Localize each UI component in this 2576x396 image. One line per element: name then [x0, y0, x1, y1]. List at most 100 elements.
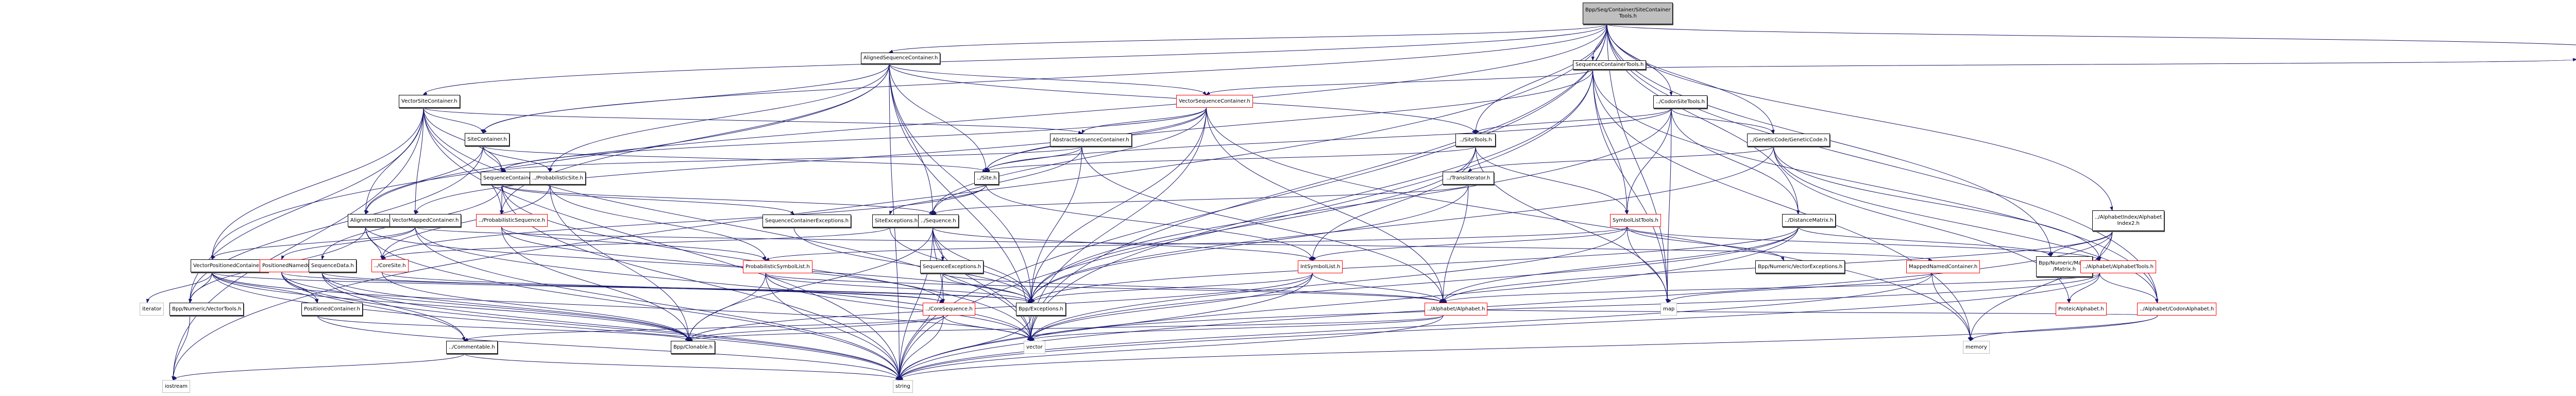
arrowhead-icon	[501, 169, 506, 172]
graph-node-translit[interactable]: ../Transliterator.h	[1443, 172, 1494, 185]
graph-node-commentable[interactable]: ../Commentable.h	[446, 341, 498, 354]
arrowhead-icon	[2110, 206, 2113, 211]
edge-probsymlist-to-vector	[765, 273, 1031, 341]
graph-node-distmatrix[interactable]: ../DistanceMatrix.h	[1782, 214, 1836, 227]
edge-aligned-to-sequence	[889, 63, 933, 215]
graph-node-geneticcode[interactable]: ../GeneticCode/GeneticCode.h	[1747, 134, 1830, 146]
edge-aligned-to-site	[889, 63, 987, 172]
edge-vposc-to-clonable	[212, 272, 689, 341]
graph-node-vseqc[interactable]: VectorSequenceContainer.h	[1176, 95, 1253, 108]
graph-node-numvecexc[interactable]: Bpp/Numeric/VectorExceptions.h	[1755, 260, 1845, 273]
edge-root-to-aligned	[889, 24, 1607, 53]
graph-node-seqctools[interactable]: SequenceContainerTools.h	[1573, 60, 1647, 70]
graph-node-symtools[interactable]: SymbolListTools.h	[1610, 214, 1661, 227]
graph-node-coresite[interactable]: ../CoreSite.h	[371, 259, 409, 272]
graph-node-root[interactable]: Bpp/Seq/Container/SiteContainer Tools.h	[1583, 3, 1673, 24]
edge-seqexc-to-string	[899, 273, 943, 381]
graph-node-codonalpha[interactable]: ../Alphabet/CodonAlphabet.h	[2137, 303, 2217, 316]
arrowhead-icon	[1669, 91, 1673, 96]
edge-vseqc-to-exceptions	[1031, 107, 1207, 303]
edge-seqdata-to-clonable	[321, 272, 689, 341]
graph-node-sequence[interactable]: ../Sequence.h	[918, 214, 959, 227]
graph-node-iostream[interactable]: iostream	[162, 380, 190, 393]
edge-symtools-to-numvecexc	[1626, 226, 1784, 261]
edge-coreseq-to-vector	[943, 315, 1031, 341]
graph-node-vmapped[interactable]: VectorMappedContainer.h	[389, 214, 462, 227]
arrowhead-icon	[1030, 299, 1035, 304]
graph-node-vsitec[interactable]: VectorSiteContainer.h	[399, 95, 460, 108]
graph-node-siteexc[interactable]: SiteExceptions.h	[872, 214, 921, 227]
edge-sitetools-to-site	[986, 146, 1476, 172]
edge-root-to-alphaindex2	[1606, 24, 2113, 211]
graph-node-vposc[interactable]: VectorPositionedContainer.h	[191, 259, 268, 272]
edge-coreseq-to-string	[899, 315, 944, 381]
graph-node-positioned[interactable]: PositionedContainer.h	[301, 303, 363, 316]
graph-node-seqdata[interactable]: SequenceData.h	[309, 259, 357, 272]
edge-root-to-codonalpha	[1606, 24, 2158, 303]
arrowhead-icon	[321, 255, 325, 260]
edge-sequence-to-seqexc	[933, 227, 943, 261]
edge-aligned-to-probseq	[501, 63, 890, 214]
arrowhead-icon	[1770, 129, 1774, 135]
arrowhead-icon	[765, 257, 770, 261]
arrowhead-icon	[982, 169, 987, 172]
graph-node-iterator[interactable]: iterator	[140, 303, 164, 316]
edge-alphabet-to-vector	[1030, 315, 1444, 341]
edge-site-to-intsym	[986, 184, 1313, 261]
graph-node-site[interactable]: ../Site.h	[974, 172, 999, 185]
graph-node-alphabet[interactable]: ../Alphabet/Alphabet.h	[1425, 303, 1488, 316]
arrowhead-icon	[364, 210, 368, 215]
graph-node-vector[interactable]: vector	[1024, 341, 1045, 354]
edge-mappednamed-to-map	[1667, 273, 1933, 303]
arrowhead-icon	[1467, 168, 1472, 172]
graph-node-exceptions[interactable]: Bpp/Exceptions.h	[1016, 303, 1066, 316]
graph-node-proteic[interactable]: ProteicAlphabet.h	[2056, 303, 2107, 316]
arrowhead-icon	[500, 168, 504, 173]
edge-sequence-to-string	[899, 227, 933, 381]
graph-node-abstractseqc[interactable]: AbstractSequenceContainer.h	[1050, 134, 1132, 146]
graph-node-string[interactable]: string	[893, 380, 913, 393]
arrowhead-icon	[381, 256, 386, 260]
edge-geneticcode-to-alphatools	[1773, 146, 2100, 261]
graph-node-sitecont[interactable]: SiteContainer.h	[465, 133, 510, 146]
graph-node-alphatools[interactable]: ../Alphabet/AlphabetTools.h	[2080, 260, 2156, 273]
graph-node-probsite[interactable]: ../ProbabilisticSite.h	[530, 172, 586, 185]
graph-node-coreseq[interactable]: ../CoreSequence.h	[923, 303, 975, 316]
edge-probsymlist-to-exceptions	[765, 273, 1031, 303]
graph-node-alignmentdata[interactable]: AlignmentData.h	[348, 214, 397, 227]
graph-node-probsymlist[interactable]: ProbabilisticSymbolList.h	[743, 260, 812, 273]
graph-node-vectortools[interactable]: Bpp/Numeric/VectorTools.h	[170, 303, 244, 316]
edge-seqdata-to-commentable	[321, 272, 465, 341]
arrowhead-icon	[1591, 56, 1595, 61]
arrowhead-icon	[1667, 299, 1671, 304]
edge-vmapped-to-string	[415, 226, 900, 381]
graph-node-seqcexc[interactable]: SequenceContainerExceptions.h	[762, 214, 852, 227]
edge-posnamed-to-clonable	[281, 272, 689, 341]
graph-node-aligned[interactable]: AlignedSequenceContainer.h	[861, 53, 941, 64]
arrowhead-icon	[500, 210, 503, 215]
graph-node-alphaindex2[interactable]: ../AlphabetIndex/Alphabet Index2.h	[2092, 210, 2165, 231]
edge-seqctools-to-random	[1592, 59, 2576, 70]
graph-node-memory[interactable]: memory	[1963, 341, 1990, 354]
graph-node-intsym[interactable]: IntSymbolList.h	[1298, 260, 1343, 273]
graph-node-mappednamed[interactable]: MappedNamedContainer.h	[1906, 260, 1980, 273]
graph-node-probseq[interactable]: ../ProbabilisticSequence.h	[476, 214, 548, 227]
graph-node-clonable[interactable]: Bpp/Clonable.h	[671, 341, 716, 354]
edge-alignmentdata-to-exceptions	[365, 226, 1031, 303]
graph-node-seqexc[interactable]: SequenceExceptions.h	[920, 260, 984, 273]
edge-aligned-to-probsite	[550, 63, 890, 172]
edge-abstractseqc-to-sequence	[933, 146, 1082, 215]
arrowhead-icon	[2095, 257, 2100, 261]
edge-symtools-to-map	[1626, 226, 1668, 303]
arrowhead-icon	[464, 337, 469, 341]
graph-node-map[interactable]: map	[1660, 303, 1677, 316]
arrowhead-icon	[281, 255, 285, 260]
edge-intsym-to-exceptions	[1031, 273, 1313, 303]
graph-node-sitetools[interactable]: ../SiteTools.h	[1455, 134, 1496, 146]
arrowhead-icon	[1312, 256, 1316, 261]
graph-node-codonsitetools[interactable]: ../CodonSiteTools.h	[1653, 95, 1707, 108]
edge-sitetools-to-intsym	[1312, 146, 1476, 261]
edge-seqcont-to-sequence	[502, 184, 933, 215]
edge-commentable-to-string	[464, 353, 900, 381]
